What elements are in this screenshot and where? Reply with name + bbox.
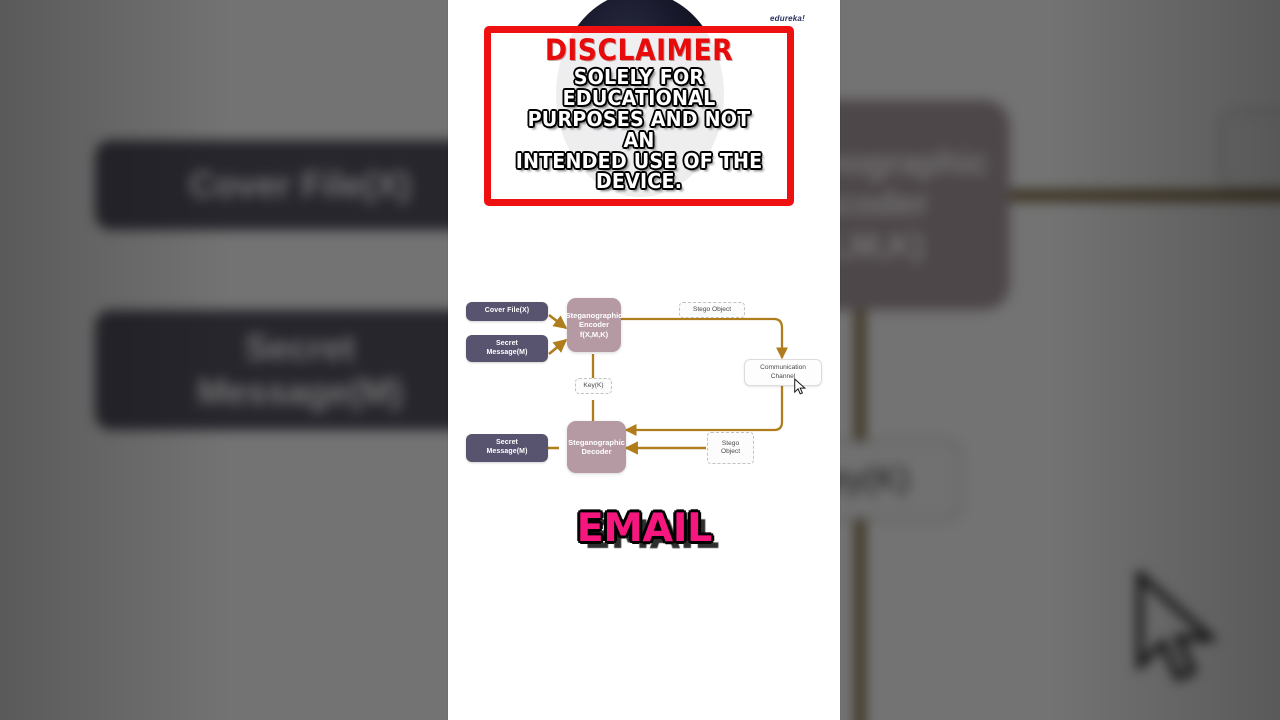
disclaimer-line-3: INTENDED USE OF THE: [515, 148, 763, 173]
disclaimer-title: DISCLAIMER: [544, 33, 734, 67]
diagram-node-cover-file[interactable]: Cover File(X): [466, 302, 548, 321]
bg-node-secret-message-in: Secret Message(M): [95, 310, 505, 430]
diagram-node-stego-object-bottom[interactable]: Stego Object: [707, 432, 754, 464]
disclaimer-banner: DISCLAIMER SOLELY FOR EDUCATIONAL PURPOS…: [484, 26, 794, 206]
bg-cursor-arrow-icon: [1135, 568, 1225, 695]
bg-edge-encoder-to-channel: [1010, 190, 1280, 201]
diagram-node-encoder[interactable]: Steganographic Encoder f(X,M,K): [565, 298, 623, 352]
diagram-node-communication-channel[interactable]: Communication Channel: [744, 359, 822, 386]
caption-text: EMAIL: [576, 506, 712, 551]
bg-edge-encoder-to-key: [855, 310, 865, 440]
brand-text: edureka!: [770, 14, 805, 23]
diagram-node-secret-message-output[interactable]: Secret Message(M): [466, 434, 548, 462]
cursor-arrow-icon: [794, 377, 807, 401]
node-label: Stego Object: [720, 439, 741, 455]
diagram-node-stego-object-top[interactable]: Stego Object: [679, 302, 745, 318]
brand-edureka-logo: edureka!: [770, 14, 805, 23]
diagram-node-secret-message-input[interactable]: Secret Message(M): [466, 335, 548, 362]
bg-node-label: Cover File(X): [188, 164, 412, 206]
diagram-node-decoder[interactable]: Steganographic Decoder: [567, 421, 626, 473]
node-label: Steganographic Encoder f(X,M,K): [565, 310, 623, 339]
node-label: Secret Message(M): [486, 439, 528, 455]
bg-edge-key-to-decoder: [855, 520, 865, 720]
bg-node-stego-top: Stego Object: [1220, 110, 1280, 190]
diagram-node-key[interactable]: Key(K): [575, 378, 612, 394]
node-label: Stego Object: [692, 305, 732, 313]
caption-overlay: EMAIL: [448, 506, 840, 551]
disclaimer-line-4: DEVICE.: [595, 169, 683, 194]
node-label: Cover File(X): [484, 307, 530, 315]
node-label: Secret Message(M): [486, 339, 528, 356]
steganography-diagram: Cover File(X) Secret Message(M) Steganog…: [448, 282, 840, 500]
disclaimer-line-1: SOLELY FOR EDUCATIONAL: [562, 64, 716, 110]
bg-node-label: Secret Message(M): [196, 327, 404, 412]
disclaimer-line-2: PURPOSES AND NOT AN: [527, 106, 751, 152]
node-label: Steganographic Decoder: [568, 437, 625, 456]
node-label: Key(K): [583, 381, 604, 389]
bg-node-cover-file: Cover File(X): [95, 140, 505, 230]
